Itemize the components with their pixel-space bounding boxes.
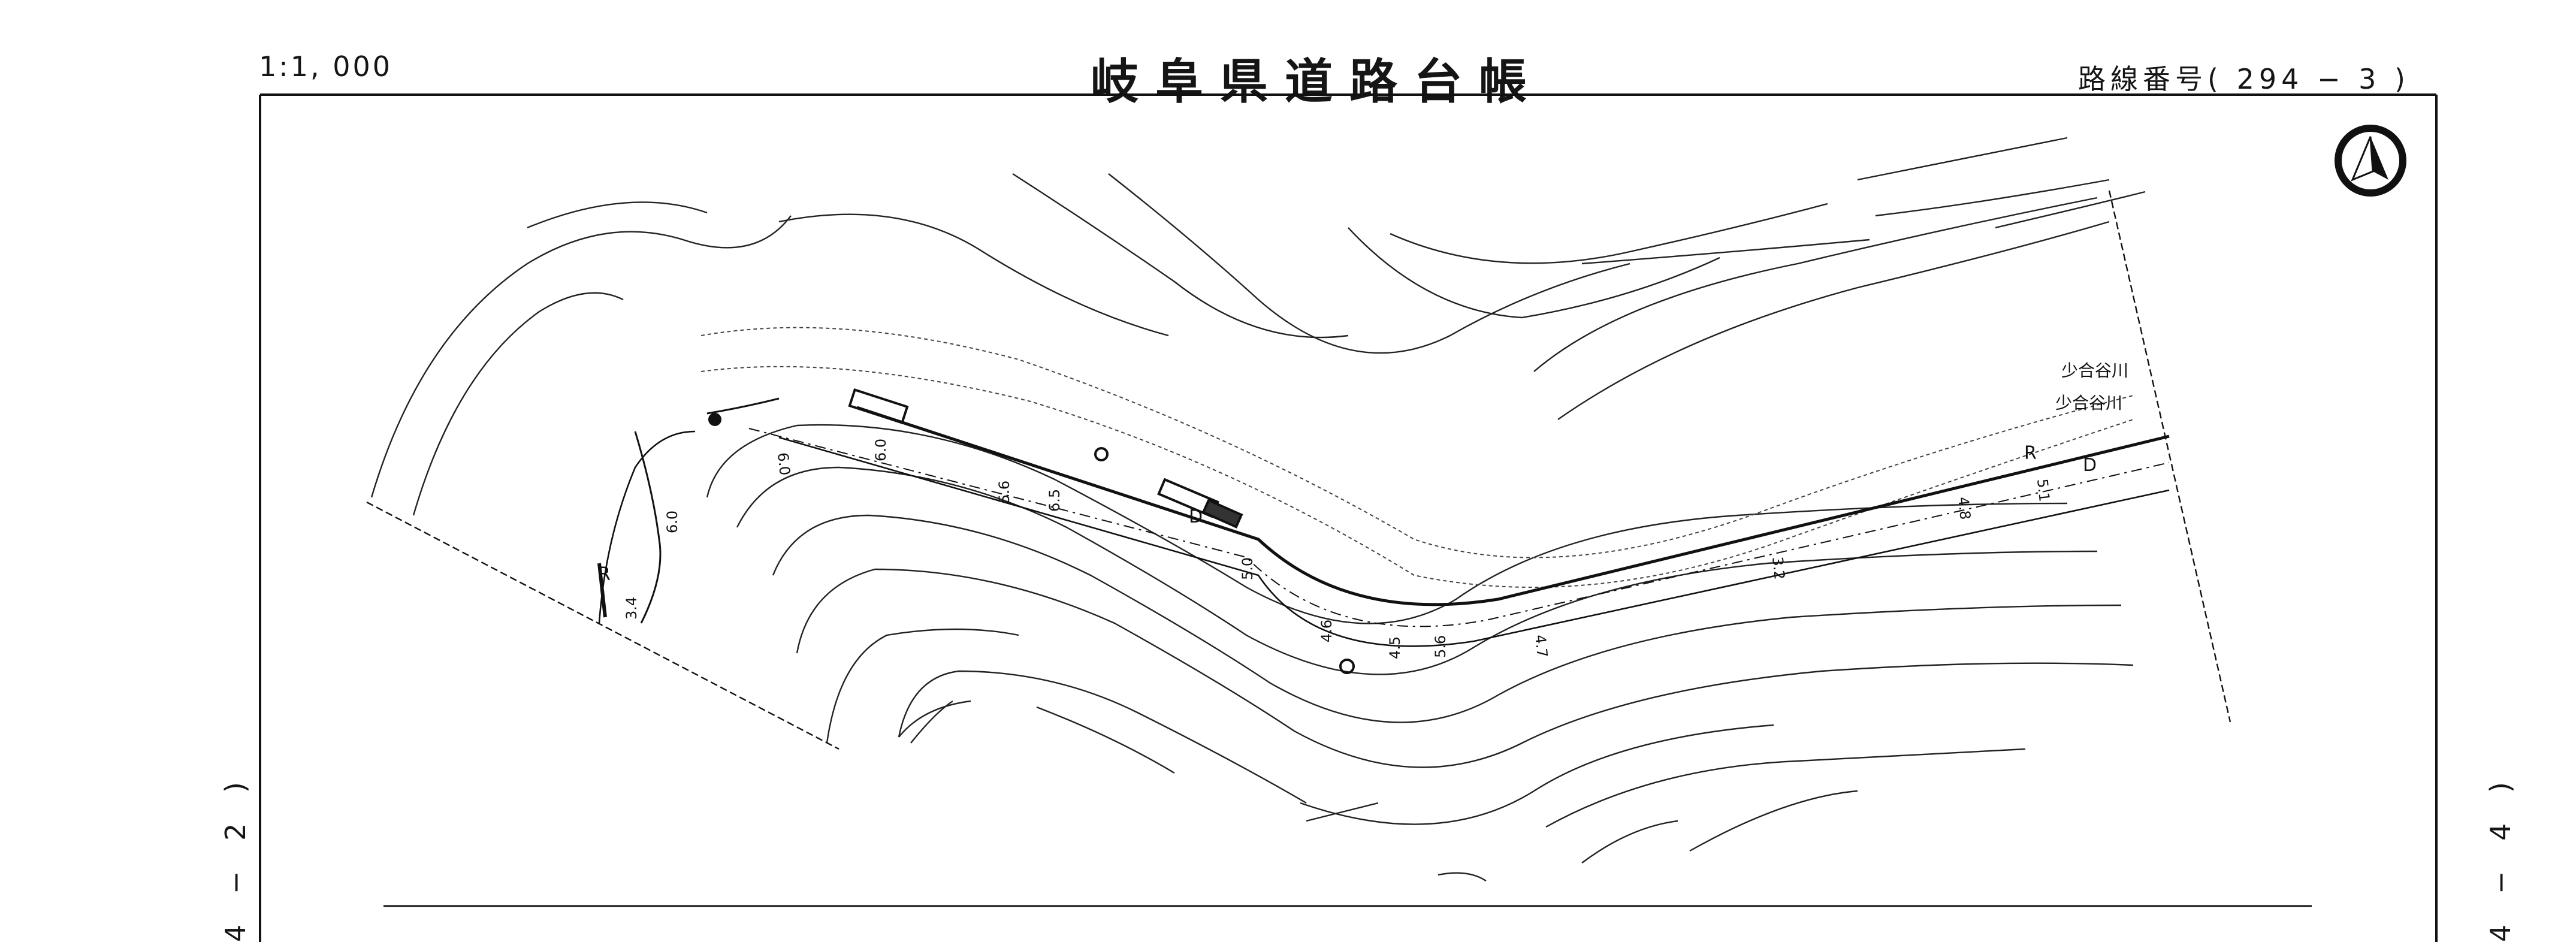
road-centerline: [748, 428, 2170, 627]
width-label: 3.2: [1769, 556, 1788, 581]
page-title: 岐阜県道路台帳: [1091, 54, 1544, 110]
river-label: 少合谷川: [2055, 393, 2122, 413]
width-label: 6.0: [774, 452, 793, 476]
width-label: 3.4: [623, 597, 640, 620]
width-label: 4.6: [1318, 620, 1335, 642]
width-label: 5.6: [1432, 635, 1449, 658]
contour-lines: [370, 137, 2146, 516]
road-widen-line: [634, 431, 662, 624]
road-mark-r: R: [598, 564, 611, 585]
north-arrow-icon: [2335, 125, 2406, 197]
boundary-lines: [366, 190, 2231, 750]
road-mark-d: D: [1189, 506, 1203, 527]
road-edge-south: [598, 430, 2170, 647]
road-end-line: [597, 563, 607, 618]
width-label: 4.7: [1532, 634, 1551, 659]
sheet-frame: [259, 93, 2438, 942]
contour-lines-south: [706, 424, 2134, 881]
width-label: 4.5: [1387, 636, 1403, 659]
width-label: 5.0: [1239, 557, 1256, 580]
road-edge-north: [856, 406, 2170, 606]
width-label: 6.0: [872, 439, 889, 461]
river-label: 少合谷川: [2061, 361, 2128, 381]
width-label: 4.8: [1955, 496, 1974, 521]
road-spur: [706, 397, 780, 415]
width-label: 5.6: [996, 481, 1013, 503]
road-mark-d: D: [2083, 455, 2097, 476]
structures: [708, 388, 1355, 674]
width-label: 5.1: [2034, 478, 2053, 503]
map-labels: 少合谷川 少合谷川 R D R D 6.0 6.0 5.6 6.5 5.0 4.…: [598, 361, 2128, 659]
width-label: 6.5: [1046, 489, 1063, 512]
route-number: 路線番号( 294 − 3 ): [2078, 63, 2410, 95]
road-mark-r: R: [2024, 443, 2037, 464]
road: [597, 397, 2170, 647]
map-scale: 1:1, 000: [259, 50, 393, 83]
river-lines: [700, 327, 2134, 588]
width-label: 6.0: [664, 511, 681, 533]
